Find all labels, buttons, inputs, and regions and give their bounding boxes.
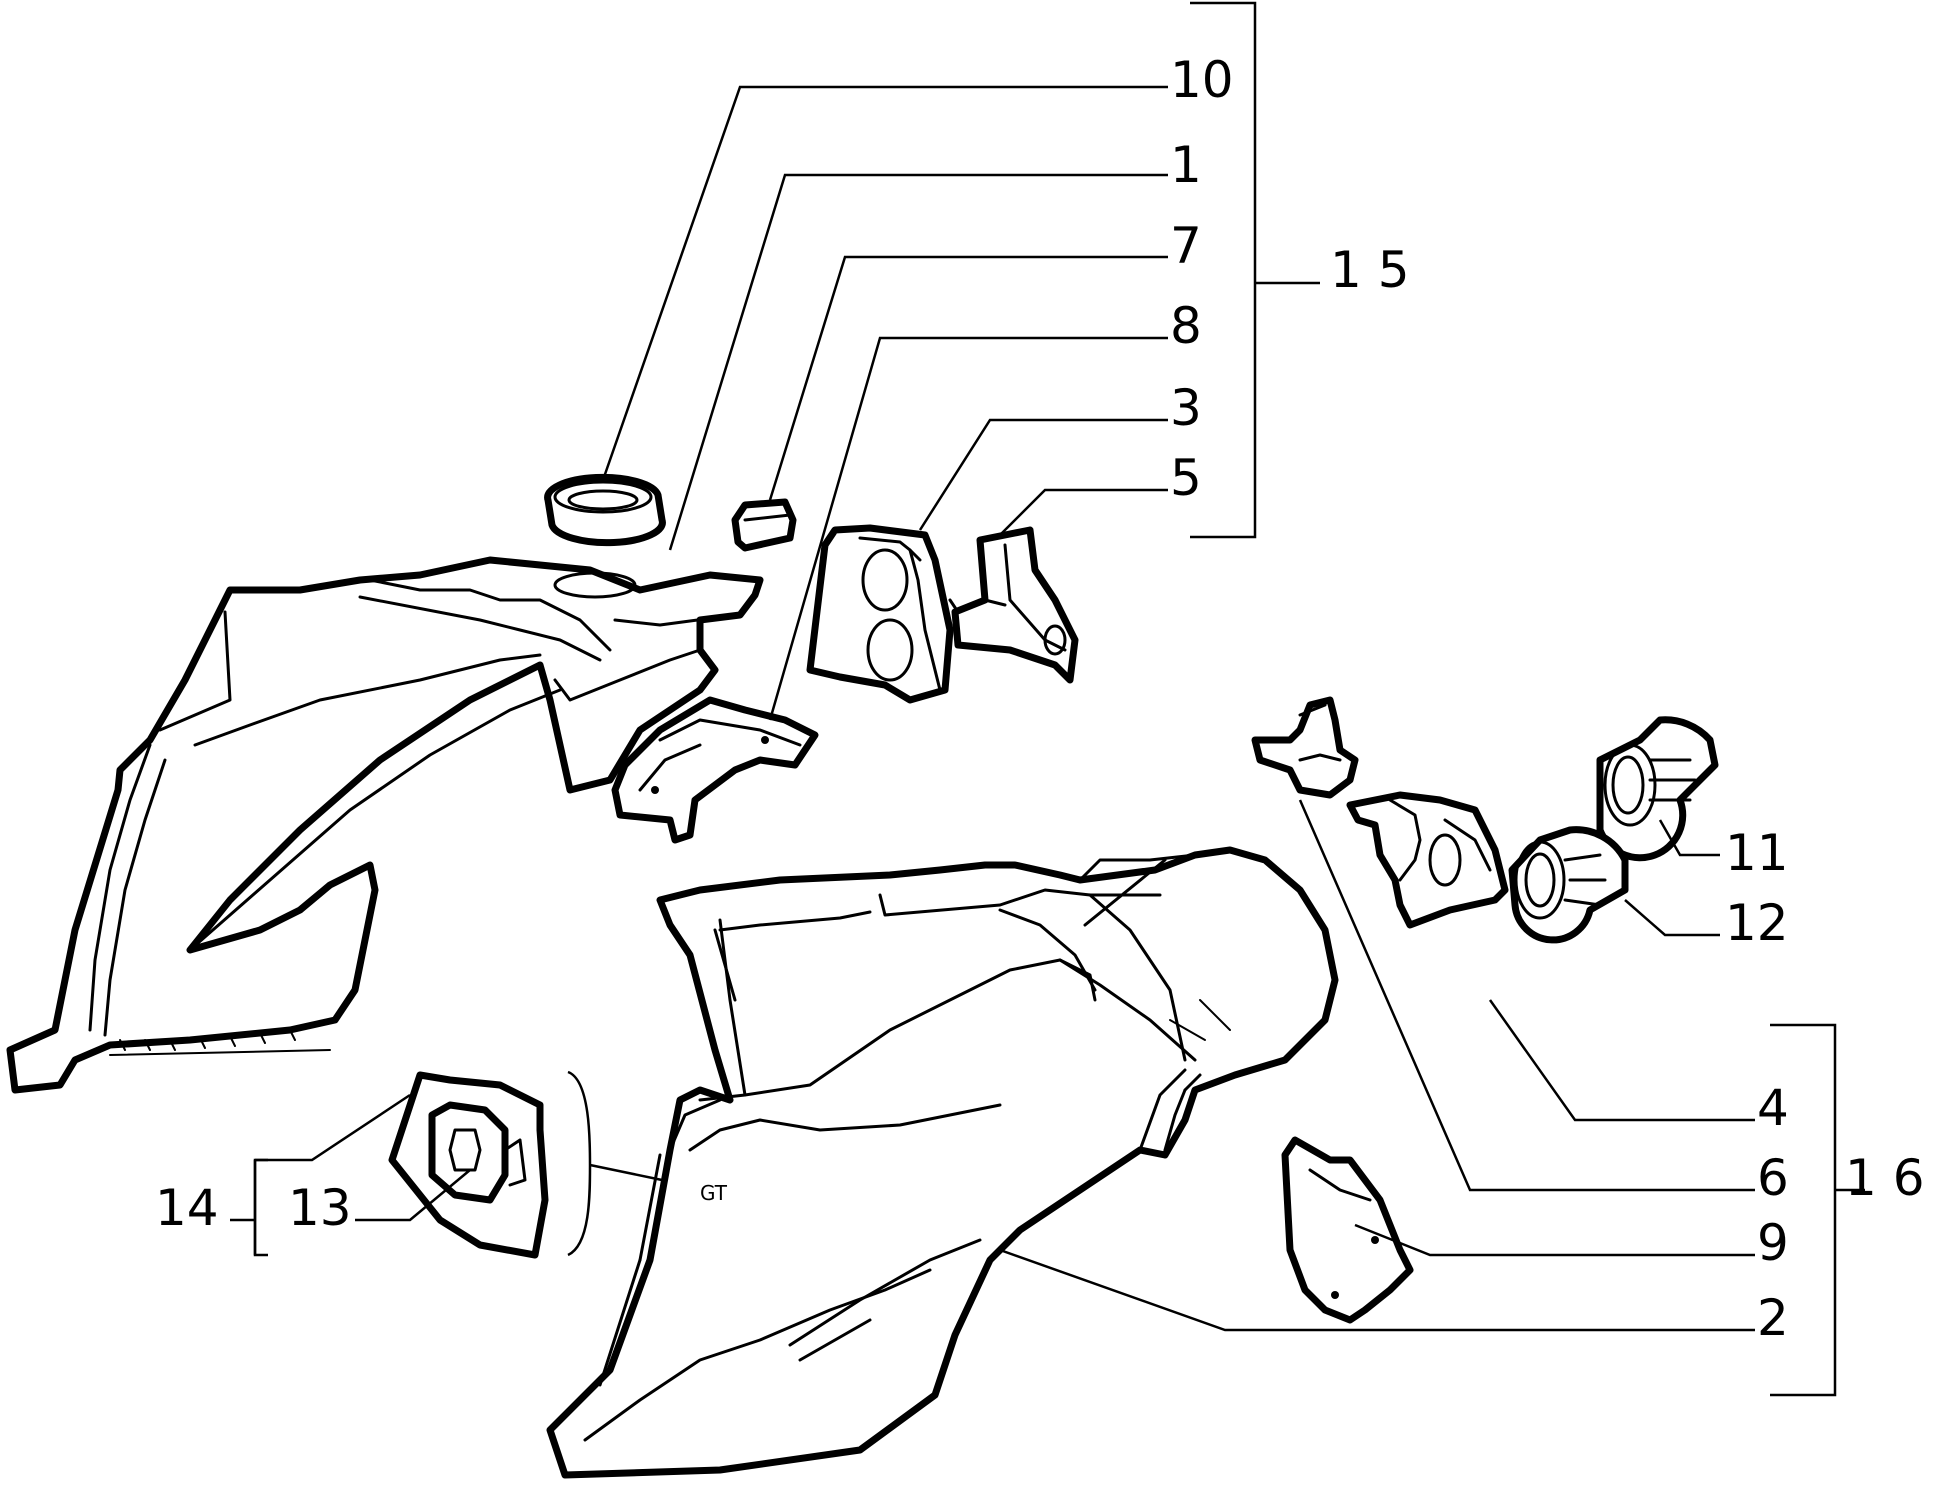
callout-9: 9: [1757, 1214, 1789, 1272]
leader-4: [1488, 999, 1755, 1122]
bracket-brace: [567, 1070, 592, 1257]
callout-12: 12: [1725, 894, 1789, 952]
filler-neck: [1596, 716, 1719, 862]
grommet-ring: [544, 473, 666, 547]
callout-8: 8: [1170, 297, 1202, 355]
small-plate: [1281, 1136, 1414, 1324]
leader-6: [1298, 799, 1755, 1192]
inner-wheel-housing: [6, 556, 764, 1094]
callout-11: 11: [1725, 824, 1789, 882]
callout-10: 10: [1170, 51, 1234, 109]
callout-5: 5: [1170, 449, 1202, 507]
leader-13: [355, 1169, 471, 1222]
callout-16: 1 6: [1845, 1149, 1925, 1207]
leader-12: [1624, 899, 1720, 937]
leader-10: [601, 85, 1168, 481]
small-clip: [731, 498, 797, 552]
bulkhead-panel: [806, 524, 962, 704]
leader-9: [1354, 1223, 1755, 1257]
l-bracket: [1251, 696, 1359, 799]
callout-7: 7: [1170, 217, 1202, 275]
leader-14: [255, 1093, 411, 1162]
pillar-piece: [1346, 791, 1509, 929]
leader-8: [768, 336, 1168, 721]
callout-2: 2: [1757, 1289, 1789, 1347]
leader-2: [999, 1248, 1755, 1332]
group-brackets: [230, 1, 1865, 1397]
leader-1: [668, 173, 1168, 551]
callout-14: 14: [155, 1179, 219, 1237]
leader-11: [1658, 819, 1720, 857]
bracket-plate: [611, 696, 819, 844]
leader-14-arrow: [589, 1163, 663, 1182]
outer-quarter-panel: GT: [546, 846, 1339, 1479]
panel-emblem: GT: [700, 1181, 728, 1205]
cover-panel: [388, 1071, 549, 1259]
leader-5: [999, 488, 1168, 536]
bracket-16: [1770, 1023, 1865, 1397]
callout-3: 3: [1170, 379, 1202, 437]
callout-6: 6: [1757, 1149, 1789, 1207]
callout-1: 1: [1170, 136, 1202, 194]
callout-4: 4: [1757, 1079, 1789, 1137]
callout-15: 1 5: [1330, 241, 1410, 299]
bracket-14: [230, 1158, 268, 1257]
callout-labels: 10 1 7 8 3 5 1 5 11 12 4 6 9 2 1 6 14 13: [155, 51, 1925, 1347]
bracket-15: [1190, 1, 1320, 539]
angle-bracket: [951, 526, 1079, 684]
callout-13: 13: [288, 1179, 352, 1237]
leader-7: [768, 255, 1168, 501]
filler-cap: [1508, 826, 1629, 944]
leader-lines: [255, 85, 1755, 1332]
leader-3: [918, 418, 1168, 531]
